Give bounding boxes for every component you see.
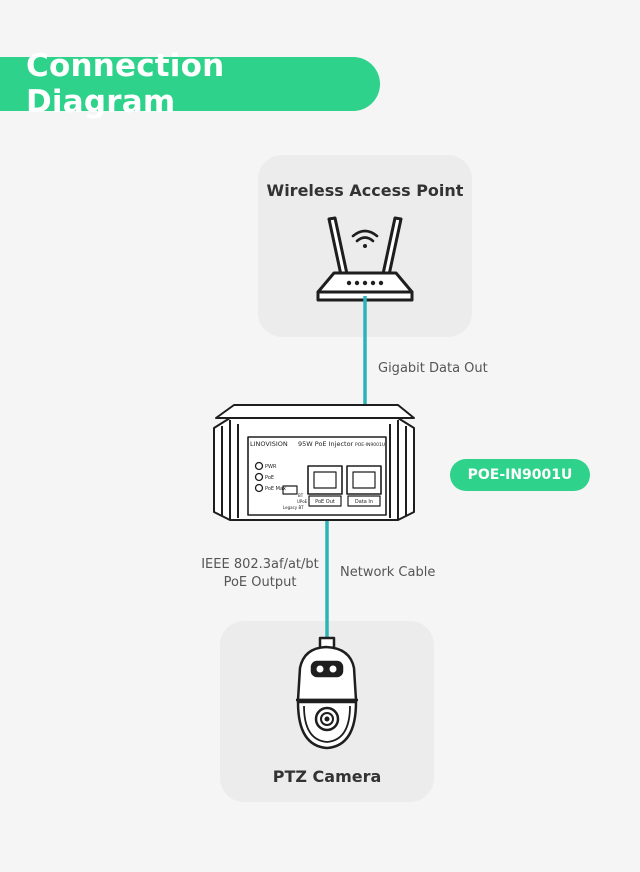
injector-name: 95W PoE Injector [298,440,354,448]
led-label-poe: PoE [265,475,274,481]
router-lights [346,280,384,286]
model-badge: POE-IN9001U [450,459,590,491]
uplink-caption: Gigabit Data Out [378,361,488,376]
injector-brand: LINOVISION [250,440,288,448]
camera-label: PTZ Camera [272,767,382,786]
port-label-data-in: Data In [355,499,373,505]
led-label-pwr: PWR [265,464,277,470]
page-title: Connection Diagram [26,48,225,120]
port-label-poe-out: PoE Out [315,499,335,505]
downlink-caption: Network Cable [340,565,436,580]
poe-injector-device [213,404,415,521]
title-banner: Connection Diagram [0,48,380,120]
wifi-router-icon [316,216,414,302]
access-point-card: Wireless Access Point [258,155,472,337]
poe-output-caption: IEEE 802.3af/at/bt PoE Output [201,557,319,590]
ptz-camera-icon [296,636,358,750]
switch-label-legacy-bt: Legacy BT [283,505,304,510]
led-label-poe-max: PoE Max [265,486,286,492]
access-point-label: Wireless Access Point [266,181,464,200]
switch-label-upoe: UPoE [297,499,308,504]
injector-model-small: POE-IN9001U [355,442,385,448]
switch-label-bt: BT [298,493,304,498]
